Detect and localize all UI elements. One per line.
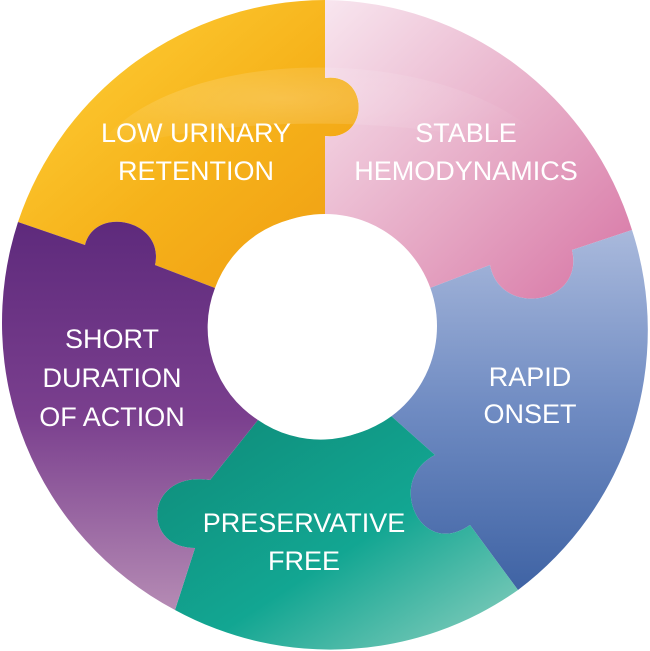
segment-rapid-onset — [390, 230, 648, 590]
label-preservative-free: PRESERVATIVE FREE — [203, 508, 406, 576]
segment-stable-hemodynamics — [325, 0, 632, 299]
label-line: PRESERVATIVE — [203, 508, 406, 538]
label-stable-hemodynamics: STABLE HEMODYNAMICS — [354, 118, 578, 186]
label-line: HEMODYNAMICS — [354, 156, 578, 186]
segment-short-duration-of-action — [1, 221, 259, 611]
center-hole — [213, 214, 437, 438]
label-rapid-onset: RAPID ONSET — [483, 362, 576, 429]
label-line: STABLE — [415, 118, 517, 148]
label-line: RAPID — [489, 362, 572, 392]
segment-preservative-free — [157, 415, 518, 650]
label-line: OF ACTION — [39, 402, 185, 432]
label-line: LOW URINARY — [101, 118, 291, 148]
label-line: FREE — [268, 546, 340, 576]
label-line: RETENTION — [118, 156, 274, 186]
label-line: ONSET — [483, 399, 576, 429]
label-short-duration-of-action: SHORT DURATION OF ACTION — [39, 324, 185, 432]
gloss-highlight — [90, 67, 570, 170]
label-line: DURATION — [43, 363, 182, 393]
label-line: SHORT — [65, 324, 159, 354]
label-low-urinary-retention: LOW URINARY RETENTION — [101, 118, 291, 186]
